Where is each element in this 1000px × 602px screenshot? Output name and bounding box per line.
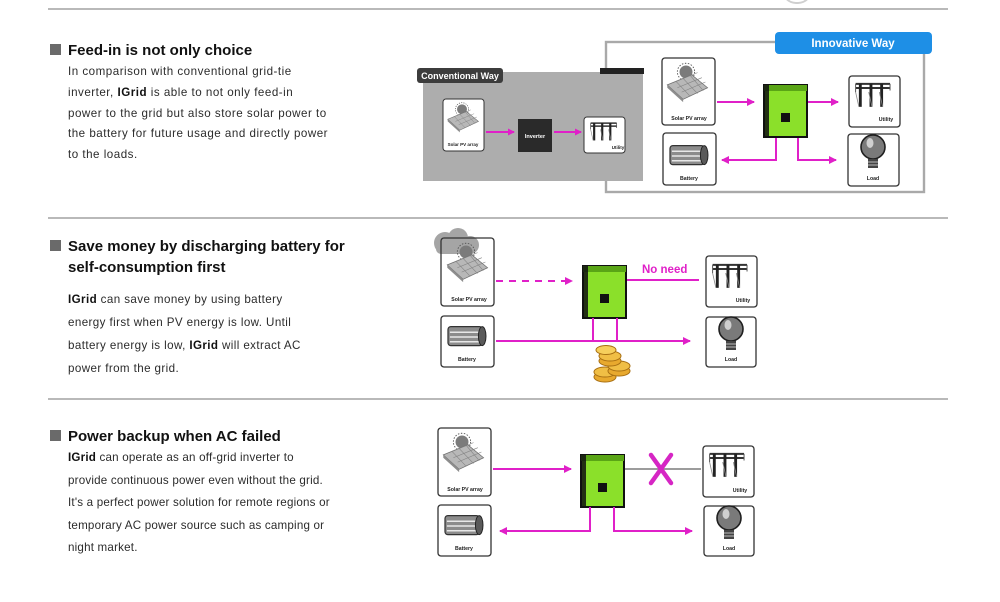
failed-cross-icon: [648, 452, 674, 486]
power-backup-diagram: Solar PV array Utility Battery Load: [437, 427, 755, 557]
para-line: IGrid can operate as an off-grid inverte…: [68, 451, 294, 464]
battery-label: Battery: [458, 357, 476, 363]
section2-paragraph: IGrid can save money by using battery en…: [68, 288, 301, 380]
para-line: inverter, IGrid is able to not only feed…: [68, 85, 294, 99]
conv-utility-label: Utility: [612, 145, 625, 150]
section1-paragraph: In comparison with conventional grid-tie…: [68, 62, 328, 166]
para-line: It's a perfect power solution for remote…: [68, 496, 330, 510]
para-line: battery energy is low, IGrid will extrac…: [68, 339, 301, 352]
bullet-square-icon: [50, 240, 61, 251]
save-money-diagram: Solar PV array No need Utility Battery L…: [434, 228, 758, 383]
battery-icon: [669, 144, 709, 166]
para-line: IGrid can save money by using battery: [68, 293, 283, 306]
battery-icon: [447, 325, 487, 347]
load-label: Load: [867, 176, 879, 182]
top-divider: [48, 8, 948, 10]
para-line: energy first when PV energy is low. Unti…: [68, 316, 292, 329]
inverter-icon: [763, 84, 808, 138]
para-line: night market.: [68, 541, 138, 555]
section3-paragraph: IGrid can operate as an off-grid inverte…: [68, 447, 330, 560]
innovative-badge-bg: [775, 32, 932, 54]
battery-label: Battery: [680, 176, 698, 182]
inverter-icon: [582, 265, 627, 319]
para-line: power to the grid but also store solar p…: [68, 106, 327, 120]
para-line: power from the grid.: [68, 362, 180, 375]
para-line: to the loads.: [68, 148, 138, 162]
section1-heading: Feed-in is not only choice: [50, 40, 252, 61]
para-line: provide continuous power even without th…: [68, 473, 323, 487]
battery-label: Battery: [455, 546, 473, 552]
bullet-square-icon: [50, 430, 61, 441]
load-label: Load: [725, 357, 737, 363]
conv-inverter-label: Inverter: [525, 134, 546, 140]
coins-icon: [593, 345, 631, 383]
para-line: In comparison with conventional grid-tie: [68, 65, 292, 78]
utility-label: Utility: [733, 488, 748, 494]
conv-solar-label: Solar PV array: [448, 142, 479, 147]
solar-label: Solar PV array: [447, 487, 483, 493]
para-line: temporary AC power source such as campin…: [68, 518, 325, 532]
innovative-flow: Solar PV array Utility Battery Load: [661, 57, 901, 187]
section2-heading: Save money by discharging battery for se…: [50, 236, 345, 278]
utility-label: Utility: [879, 117, 894, 123]
bullet-square-icon: [50, 44, 61, 55]
conventional-way-diagram: Conventional Way Solar PV array Inverter…: [417, 68, 644, 181]
section-divider-2: [48, 398, 948, 400]
solar-label: Solar PV array: [451, 297, 487, 303]
battery-icon: [444, 514, 484, 536]
inverter-icon: [580, 454, 625, 508]
conventional-badge-bg: [417, 68, 503, 83]
innovative-badge-text: Innovative Way: [811, 38, 895, 50]
section3-heading: Power backup when AC failed: [50, 426, 281, 447]
para-line: the battery for future usage and directl…: [68, 127, 329, 141]
section-divider-1: [48, 217, 948, 219]
no-need-label: No need: [642, 264, 687, 276]
solar-label: Solar PV array: [671, 116, 707, 122]
utility-label: Utility: [736, 298, 751, 304]
load-label: Load: [723, 546, 735, 552]
conventional-badge-text: Conventional Way: [421, 71, 499, 81]
